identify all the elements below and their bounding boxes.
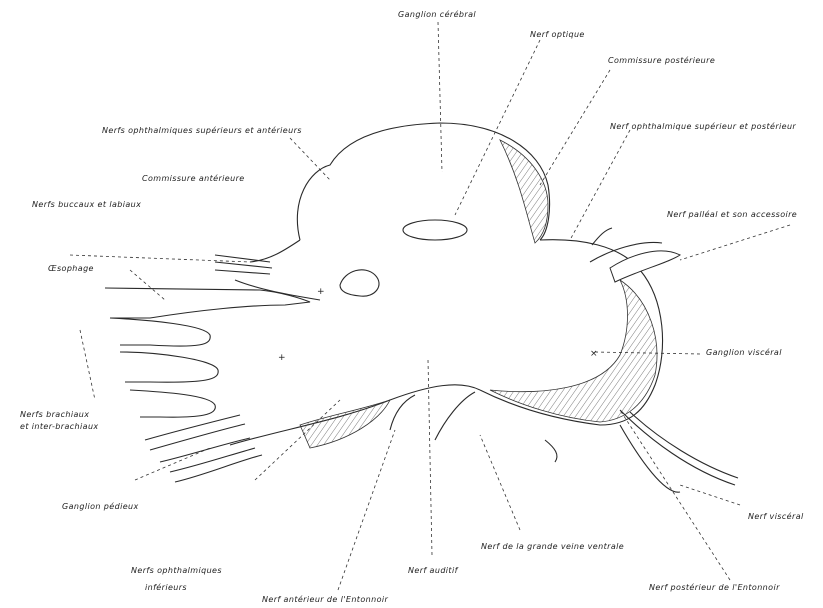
markers: + + × <box>278 287 598 363</box>
label-nerf-ophthalmique-sup-post: Nerf ophthalmique supérieur et postérieu… <box>610 122 796 132</box>
label-nerfs-brachiaux-line1: Nerfs brachiaux <box>20 410 89 420</box>
label-nerf-optique: Nerf optique <box>530 30 585 40</box>
label-commissure-anterieure: Commissure antérieure <box>142 174 245 184</box>
svg-text:×: × <box>590 349 598 359</box>
label-commissure-posterieure: Commissure postérieure <box>608 56 715 66</box>
label-nerfs-ophthalmiques-inf-line1: Nerfs ophthalmiques <box>131 566 222 576</box>
svg-text:+: + <box>317 287 325 297</box>
label-nerf-palleal: Nerf palléal et son accessoire <box>667 210 797 220</box>
label-nerf-visceral: Nerf viscéral <box>748 512 804 522</box>
label-nerf-auditif: Nerf auditif <box>408 566 458 576</box>
label-nerfs-ophthalmiques-inf-line2: inférieurs <box>145 583 187 593</box>
label-oesophage: Œsophage <box>48 264 94 274</box>
svg-text:+: + <box>278 353 286 363</box>
label-nerf-posterieur-entonnoir: Nerf postérieur de l'Entonnoir <box>649 583 780 593</box>
label-nerfs-ophthalmiques-sup-ant: Nerfs ophthalmiques supérieurs et antéri… <box>102 126 302 136</box>
brain-mass <box>230 123 663 448</box>
label-ganglion-visceral: Ganglion viscéral <box>706 348 782 358</box>
oesophagus-structure <box>105 255 310 417</box>
leader-lines <box>70 22 790 590</box>
visceral-nerve <box>620 410 738 492</box>
label-nerfs-brachiaux-line2: et inter-brachiaux <box>20 422 99 432</box>
pallial-nerve <box>590 228 680 282</box>
label-nerfs-buccaux: Nerfs buccaux et labiaux <box>32 200 141 210</box>
label-ganglion-cerebral: Ganglion cérébral <box>398 10 476 20</box>
label-ganglion-pedieux: Ganglion pédieux <box>62 502 139 512</box>
label-nerf-grande-veine: Nerf de la grande veine ventrale <box>481 542 624 552</box>
label-nerf-anterieur-entonnoir: Nerf antérieur de l'Entonnoir <box>262 595 388 605</box>
brachial-nerves <box>145 415 262 482</box>
